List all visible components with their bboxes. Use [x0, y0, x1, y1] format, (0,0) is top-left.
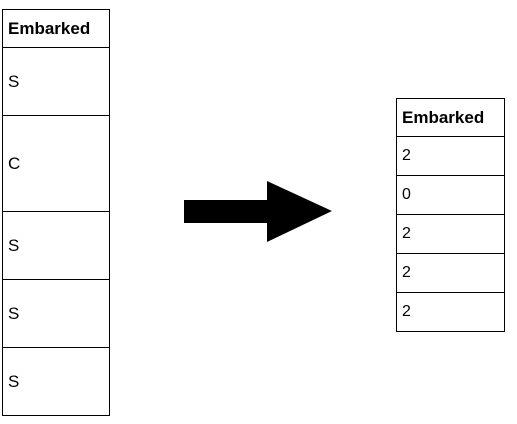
table-row: 2 — [396, 214, 505, 254]
encoded-embarked-table: Embarked 2 0 2 2 2 — [396, 98, 505, 332]
table-cell: 2 — [396, 214, 505, 254]
column-header-embarked: Embarked — [2, 9, 110, 48]
table-cell: 0 — [396, 175, 505, 215]
table-row: S — [2, 211, 110, 280]
table-row: S — [2, 347, 110, 416]
arrow-shape — [184, 181, 332, 242]
table-row: 2 — [396, 136, 505, 176]
table-cell: S — [2, 347, 110, 416]
table-row: 2 — [396, 292, 505, 332]
table-cell: S — [2, 279, 110, 348]
table-cell: 2 — [396, 292, 505, 332]
table-cell: 2 — [396, 136, 505, 176]
table-cell: 2 — [396, 253, 505, 293]
right-arrow-icon — [184, 181, 332, 242]
table-cell: S — [2, 211, 110, 280]
table-header-row: Embarked — [2, 9, 110, 48]
table-row: 0 — [396, 175, 505, 215]
table-row: 2 — [396, 253, 505, 293]
table-header-row: Embarked — [396, 98, 505, 137]
table-row: S — [2, 47, 110, 116]
table-row: C — [2, 115, 110, 212]
table-row: S — [2, 279, 110, 348]
original-embarked-table: Embarked S C S S S — [2, 9, 110, 416]
table-cell: S — [2, 47, 110, 116]
column-header-embarked: Embarked — [396, 98, 505, 137]
table-cell: C — [2, 115, 110, 212]
